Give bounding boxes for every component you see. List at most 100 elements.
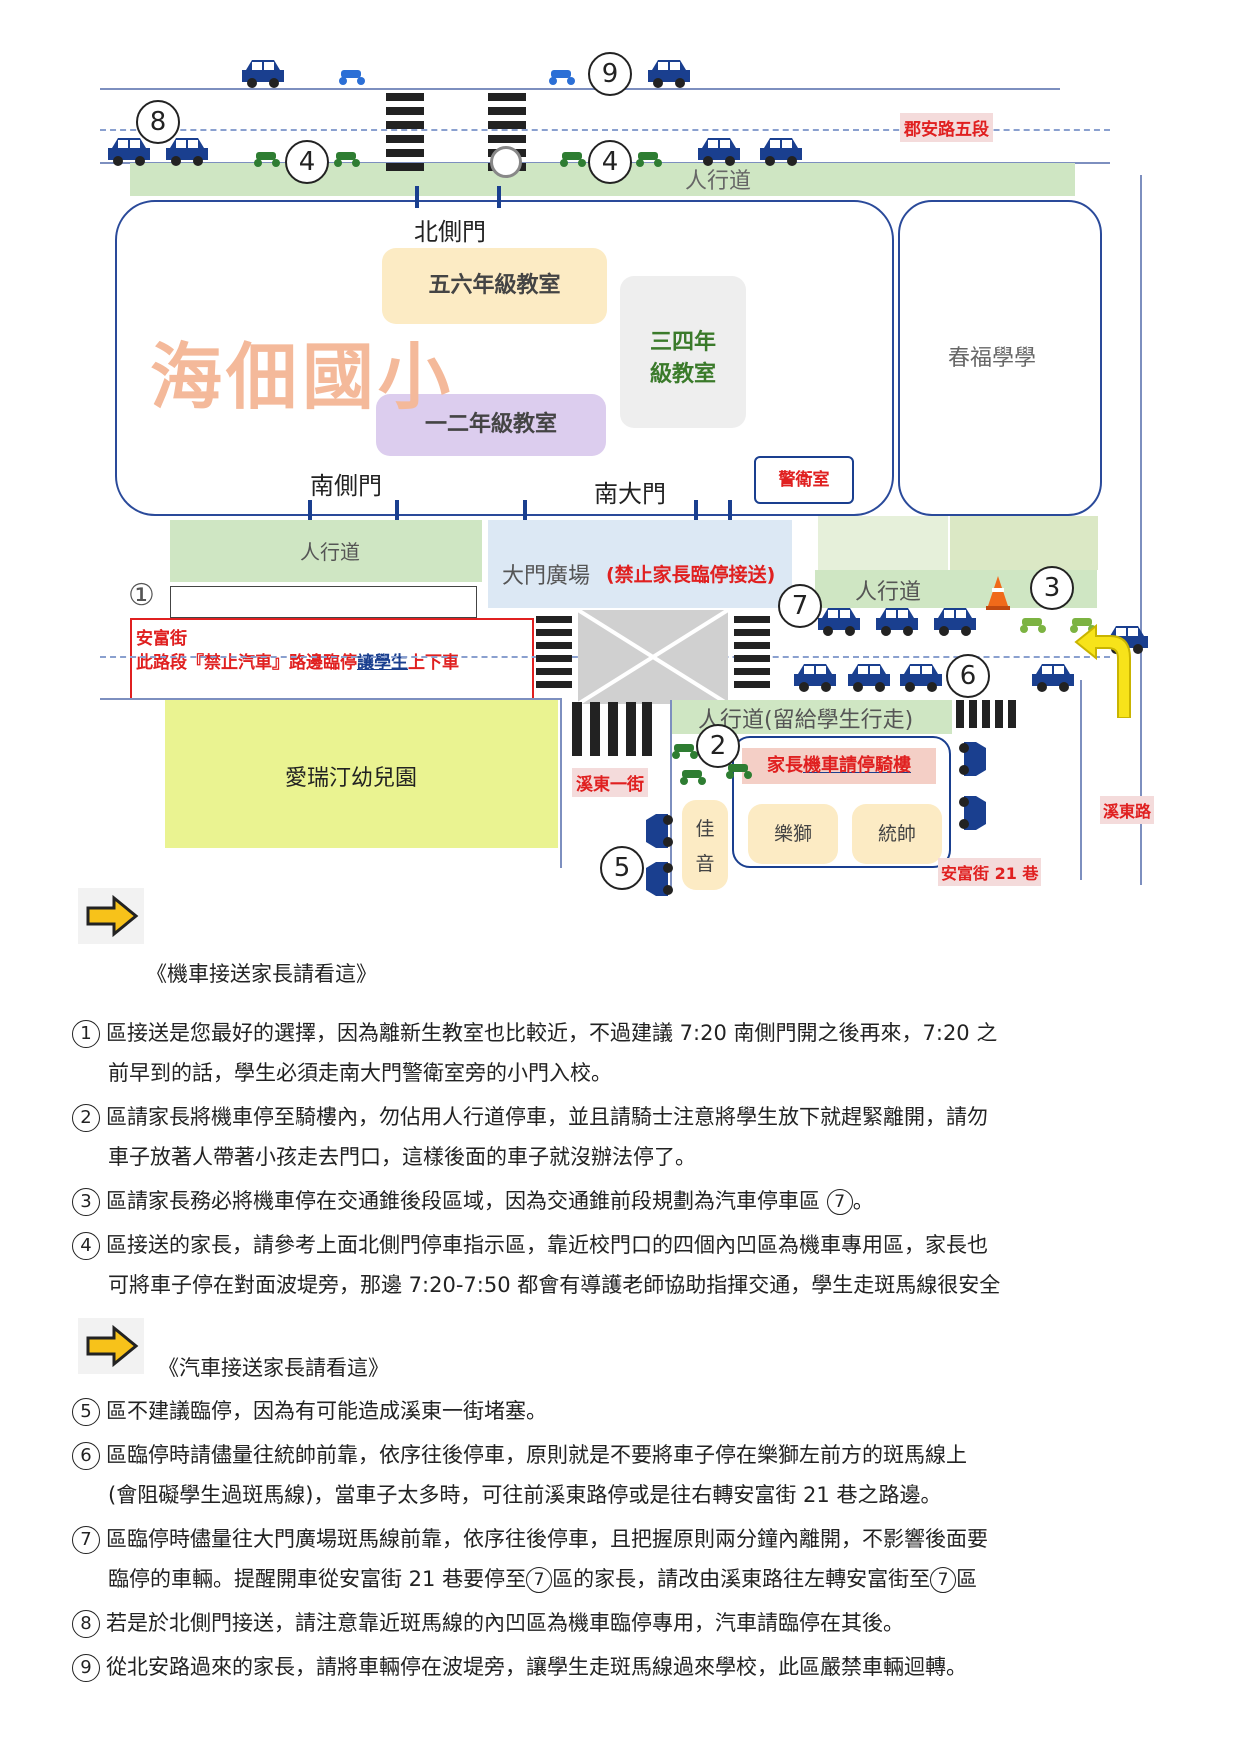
crosswalk-south xyxy=(572,702,652,760)
scooter-icon xyxy=(339,70,365,85)
rule-6-cont: (會阻礙學生過斑馬線)，當車子太多時，可往前溪東路停或是往右轉安富街 21 巷之… xyxy=(108,1483,942,1507)
turn-arrow-icon xyxy=(1074,623,1131,718)
plaza: 大門廣場 (禁止家長臨停接送) xyxy=(488,520,792,608)
scooter-icon xyxy=(1020,618,1046,633)
scooter-icon xyxy=(672,744,698,759)
road-edge-xidong1-right xyxy=(670,700,672,890)
crosswalk-center-right xyxy=(734,616,770,694)
chunfu-boundary xyxy=(898,200,1102,516)
road-centerline-top xyxy=(100,129,1110,131)
room-grade-5-6: 五六年級教室 xyxy=(382,248,607,324)
zone-2-marker: 2 xyxy=(696,724,740,768)
scooter-icon xyxy=(636,152,662,167)
sidewalk-left: 人行道 xyxy=(170,520,482,582)
zone-9-marker: 9 xyxy=(588,52,632,96)
xidong-1-street-label: 溪東一街 xyxy=(572,768,648,797)
crosswalk-north-left xyxy=(386,93,424,177)
car-icon xyxy=(646,814,673,848)
gate-marker-icon xyxy=(490,146,522,178)
gate-tick xyxy=(395,500,399,522)
zone-4-marker: 4 xyxy=(588,140,632,184)
gate-tick xyxy=(497,186,501,208)
crosswalk-center-left xyxy=(536,616,572,694)
car-icon xyxy=(959,742,986,776)
field-image xyxy=(950,516,1098,570)
anfu-street-notice: 安富街 此路段『禁止汽車』路邊臨停讓學生上下車 xyxy=(130,618,534,700)
car-icon xyxy=(698,138,740,166)
rule-2-cont: 車子放著人帶著小孩走去門口，這樣後面的車子就沒辦法停了。 xyxy=(108,1145,696,1169)
gate-tick xyxy=(308,500,312,522)
car-icon xyxy=(900,664,942,692)
car-icon xyxy=(876,608,918,636)
car-icon xyxy=(848,664,890,692)
car-icon xyxy=(648,60,690,88)
school-name: 海佃國小 xyxy=(150,335,455,419)
shop-tongshuai: 統帥 xyxy=(852,804,942,864)
zone-1-marker: ① xyxy=(128,578,155,613)
road-edge-anfu xyxy=(100,698,560,700)
kindergarten: 愛瑞汀幼兒園 xyxy=(165,700,558,848)
scooter-icon xyxy=(254,152,280,167)
room-grade-3-4: 三四年 級教室 xyxy=(620,276,746,428)
shop-leshi: 樂獅 xyxy=(748,804,838,864)
car-icon xyxy=(794,664,836,692)
school-boundary xyxy=(115,200,894,516)
car-section-title: 《汽車接送家長請看這》 xyxy=(158,1356,389,1380)
gate-tick xyxy=(415,186,419,208)
guard-room: 警衛室 xyxy=(754,456,854,504)
scooter-icon xyxy=(680,770,706,785)
shop-jiayin: 佳 音 xyxy=(682,800,728,890)
car-icon xyxy=(242,60,284,88)
scooter-arcade-notice: 家長機車請停騎樓 xyxy=(742,748,936,784)
scooter-icon xyxy=(549,70,575,85)
road-edge-right xyxy=(1140,175,1142,885)
car-icon xyxy=(818,608,860,636)
south-main-gate-label: 南大門 xyxy=(594,480,666,508)
room-grade-1-2: 一二年級教室 xyxy=(376,394,606,456)
traffic-cone-icon xyxy=(986,576,1010,610)
zone-8-marker: 8 xyxy=(136,100,180,144)
gate-tick xyxy=(694,500,698,522)
zone-5-marker: 5 xyxy=(600,846,644,890)
intersection xyxy=(576,608,730,706)
sidewalk-top-label: 人行道 xyxy=(685,169,752,194)
arrow-right-icon xyxy=(78,1318,144,1374)
arcade-area xyxy=(732,736,951,868)
car-icon xyxy=(934,608,976,636)
zone-6-marker: 6 xyxy=(946,654,990,698)
scooter-parking-zone-1 xyxy=(170,586,477,618)
zone-7-marker: 7 xyxy=(778,584,822,628)
chunfu-label: 春福學學 xyxy=(948,346,1037,371)
road-edge-xidong1 xyxy=(560,698,562,868)
crosswalk-east xyxy=(956,700,1016,732)
rule-1-cont: 前早到的話，學生必須走南大門警衛室旁的小門入校。 xyxy=(108,1061,612,1085)
zone-4-marker: 4 xyxy=(285,140,329,184)
gate-tick xyxy=(728,500,732,522)
car-icon xyxy=(108,138,150,166)
scooter-section-title: 《機車接送家長請看這》 xyxy=(146,962,377,986)
xidong-road-label: 溪東路 xyxy=(1100,796,1155,824)
anfu-21-label: 安富街 21 巷 xyxy=(938,858,1042,886)
car-icon xyxy=(1032,664,1074,692)
zone-3-marker: 3 xyxy=(1030,566,1074,610)
rule-4-cont: 可將車子停在對面波堤旁，那邊 7:20-7:50 都會有導護老師協助指揮交通，學… xyxy=(108,1273,1001,1297)
arrow-right-icon xyxy=(78,888,144,944)
south-side-gate-label: 南側門 xyxy=(310,472,382,500)
car-icon xyxy=(646,862,673,896)
planter-icon xyxy=(818,516,948,570)
car-icon xyxy=(959,796,986,830)
scooter-icon xyxy=(334,152,360,167)
scooter-icon xyxy=(726,764,752,779)
road-name-north: 郡安路五段 xyxy=(900,113,993,142)
scooter-icon xyxy=(560,152,586,167)
road-edge-right-inner xyxy=(1080,680,1082,880)
